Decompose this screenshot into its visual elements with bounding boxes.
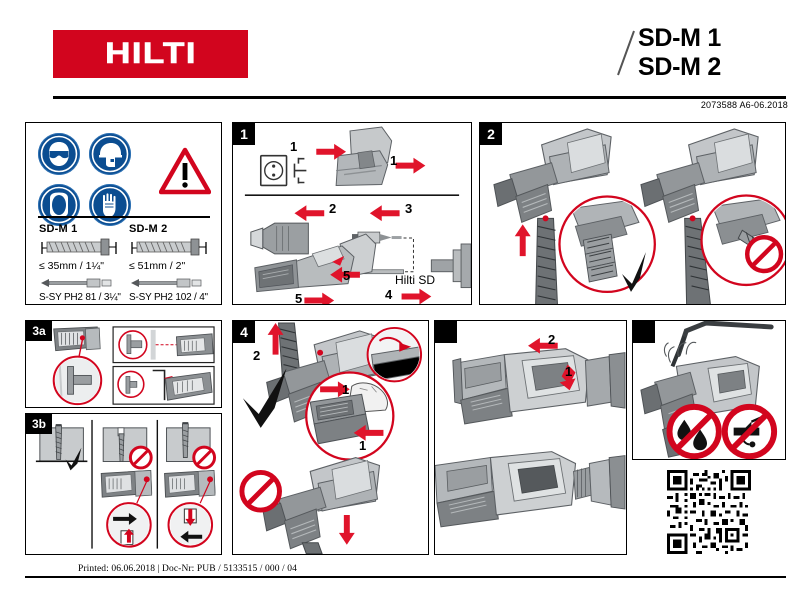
callout-number: 5 <box>343 268 351 283</box>
step-3a-illustration <box>52 326 215 406</box>
callout-number: 1 <box>342 382 350 397</box>
step-6-illustration <box>640 321 778 459</box>
hilti-sd-caption: Hilti SD <box>395 273 436 287</box>
step-3a-panel: 3a <box>25 320 222 408</box>
eye-protection-icon <box>38 133 80 175</box>
callout-number: 2 <box>548 332 556 347</box>
step-4-illustration <box>239 322 423 554</box>
callout-number: 5 <box>295 291 303 305</box>
footer-print-info: Printed: 06.06.2018 | Doc-Nr: PUB / 5133… <box>78 564 297 574</box>
model-name-2: SD-M 2 <box>638 52 721 81</box>
step-4-panel: 4 <box>232 320 429 555</box>
warning-triangle-icon <box>159 147 211 195</box>
callout-number: 2 <box>253 348 261 363</box>
ppe-row-bottom <box>38 184 131 226</box>
slash-divider-icon <box>617 30 635 76</box>
ppe-row-top <box>38 133 131 175</box>
footer-divider <box>25 576 786 578</box>
document-code: 2073588 A6-06.2018 <box>700 100 788 110</box>
step-5-panel: 2 1 <box>434 320 627 555</box>
ear-protection-icon <box>38 184 80 226</box>
hilti-logo: HILTI <box>53 30 248 78</box>
spec-bit-code: S-SY PH2 81 / 3¼" <box>39 292 121 303</box>
bit-diagram-icon <box>41 278 112 288</box>
spec-bit-code: S-SY PH2 102 / 4" <box>129 292 208 303</box>
step-2-panel: 2 <box>479 122 786 305</box>
step-badge: 3a <box>26 321 52 341</box>
spec-model-name: SD-M 2 <box>129 223 168 235</box>
qr-code[interactable] <box>667 470 751 554</box>
step-badge <box>633 321 655 343</box>
hilti-wordmark: HILTI <box>104 37 197 71</box>
step-1-illustration <box>244 126 471 304</box>
step-badge: 4 <box>233 321 255 343</box>
spec-screw-length: ≤ 35mm / 1¼" <box>39 260 104 272</box>
screw-diagram-icon <box>131 238 207 256</box>
page-header: HILTI SD-M 1 SD-M 2 2073588 A6-06.2018 <box>0 0 802 115</box>
model-name-1: SD-M 1 <box>638 24 721 52</box>
gloves-icon <box>89 184 131 226</box>
step-1-panel: 1 <box>232 122 472 305</box>
callout-number: 1 <box>290 139 298 154</box>
step-badge <box>435 321 457 343</box>
callout-number: 1 <box>359 438 367 453</box>
spec-screw-length: ≤ 51mm / 2" <box>129 260 186 272</box>
step-5-illustration <box>435 337 626 528</box>
spec-column-sd-m-1: SD-M 1 ≤ 35mm / 1¼" S-SY PH2 81 / 3¼" <box>39 223 121 303</box>
callout-number: 1 <box>565 364 573 379</box>
step-badge: 2 <box>480 123 502 145</box>
spec-model-name: SD-M 1 <box>39 223 78 235</box>
step-badge: 3b <box>26 414 52 434</box>
spec-divider <box>38 216 210 218</box>
step-6-panel <box>632 320 786 460</box>
callout-number: 3 <box>405 201 413 216</box>
header-divider <box>53 96 786 99</box>
callout-number: 4 <box>385 287 393 302</box>
step-3b-panel: 3b <box>25 413 222 555</box>
qr-code-container <box>632 466 786 555</box>
step-badge: 1 <box>233 123 255 145</box>
model-title-block: SD-M 1 SD-M 2 <box>638 24 788 81</box>
spec-column-sd-m-2: SD-M 2 ≤ 51mm / 2" S-SY PH2 102 / 4" <box>129 223 209 303</box>
bit-diagram-icon <box>131 278 202 288</box>
hard-hat-icon <box>89 133 131 175</box>
step-3b-illustration <box>35 419 217 549</box>
screw-diagram-icon <box>41 238 117 256</box>
step-2-illustration <box>493 128 785 304</box>
safety-and-specification-panel: SD-M 1 ≤ 35mm / 1¼" S-SY PH2 81 / 3¼" SD… <box>25 122 222 305</box>
callout-number: 1 <box>390 153 398 168</box>
callout-number: 2 <box>329 201 337 216</box>
